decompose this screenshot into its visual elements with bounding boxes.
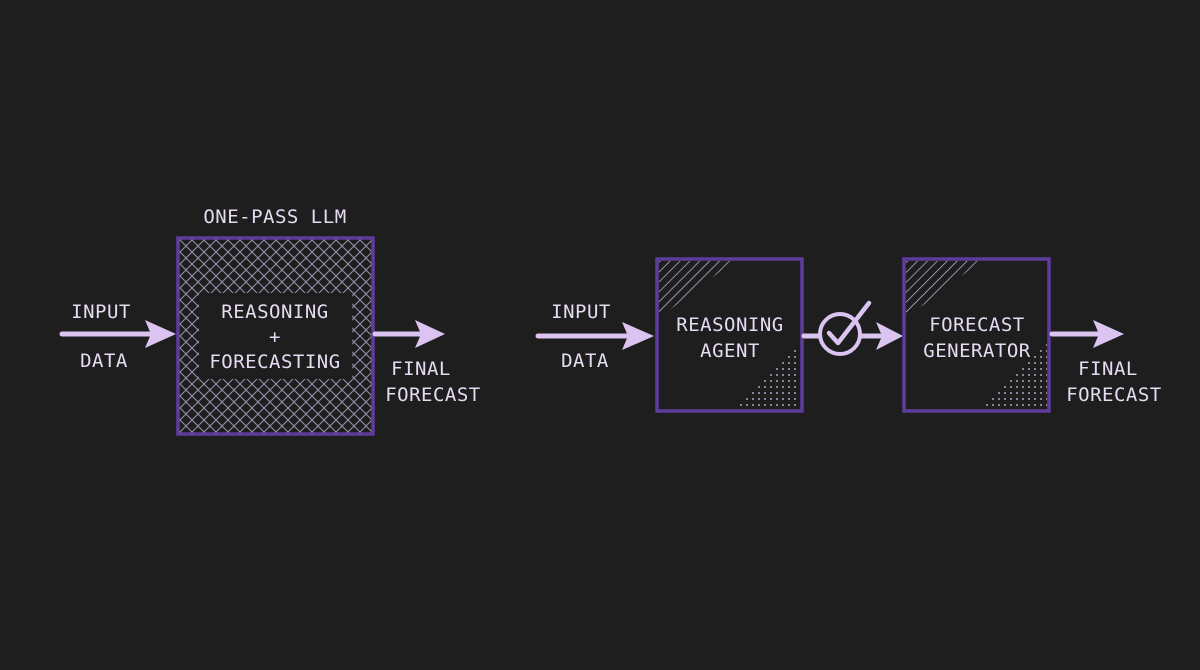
reasoning-agent-box: REASONING AGENT (655, 257, 804, 413)
one-pass-panel: ONE-PASS LLM INPUT DATA REASONING + FORE… (59, 206, 481, 436)
input-label-right-line-2: DATA (561, 350, 609, 372)
checkpoint-arrow (801, 300, 903, 356)
agent-label-line-1: REASONING (676, 314, 783, 336)
input-data-label-right: INPUT DATA (551, 301, 611, 372)
hatch-corner (906, 261, 981, 318)
output-arrow-right (1049, 320, 1124, 348)
input-data-label: INPUT DATA (71, 301, 131, 372)
input-arrow-right (535, 322, 654, 350)
input-arrow (59, 320, 176, 348)
box-label-line-1: REASONING (221, 301, 328, 323)
output-label-line-1: FINAL (391, 358, 451, 380)
box-label-line-3: FORECASTING (209, 351, 340, 373)
check-mark-icon (826, 300, 872, 346)
input-label-right-line-1: INPUT (551, 301, 611, 323)
output-label-right-line-2: FORECAST (1066, 384, 1162, 406)
output-arrow (372, 320, 445, 348)
output-label-line-2: FORECAST (385, 384, 481, 406)
forecast-generator-box: FORECAST GENERATOR (902, 257, 1051, 413)
final-forecast-label: FINAL FORECAST (385, 358, 481, 406)
generator-label-line-2: GENERATOR (923, 340, 1031, 362)
final-forecast-label-right: FINAL FORECAST (1066, 358, 1162, 406)
label-plate (199, 293, 352, 379)
one-pass-title: ONE-PASS LLM (203, 206, 346, 228)
hatch-corner (659, 261, 734, 318)
generator-label-line-1: FORECAST (929, 314, 1025, 336)
input-label-line-2: DATA (80, 350, 128, 372)
agent-label-line-2: AGENT (700, 340, 760, 362)
box-label-line-2: + (269, 326, 281, 348)
two-stage-panel: INPUT DATA REASONING AGENT (535, 257, 1162, 413)
input-label-line-1: INPUT (71, 301, 131, 323)
one-pass-llm-box: REASONING + FORECASTING (176, 236, 375, 436)
output-label-right-line-1: FINAL (1078, 358, 1138, 380)
